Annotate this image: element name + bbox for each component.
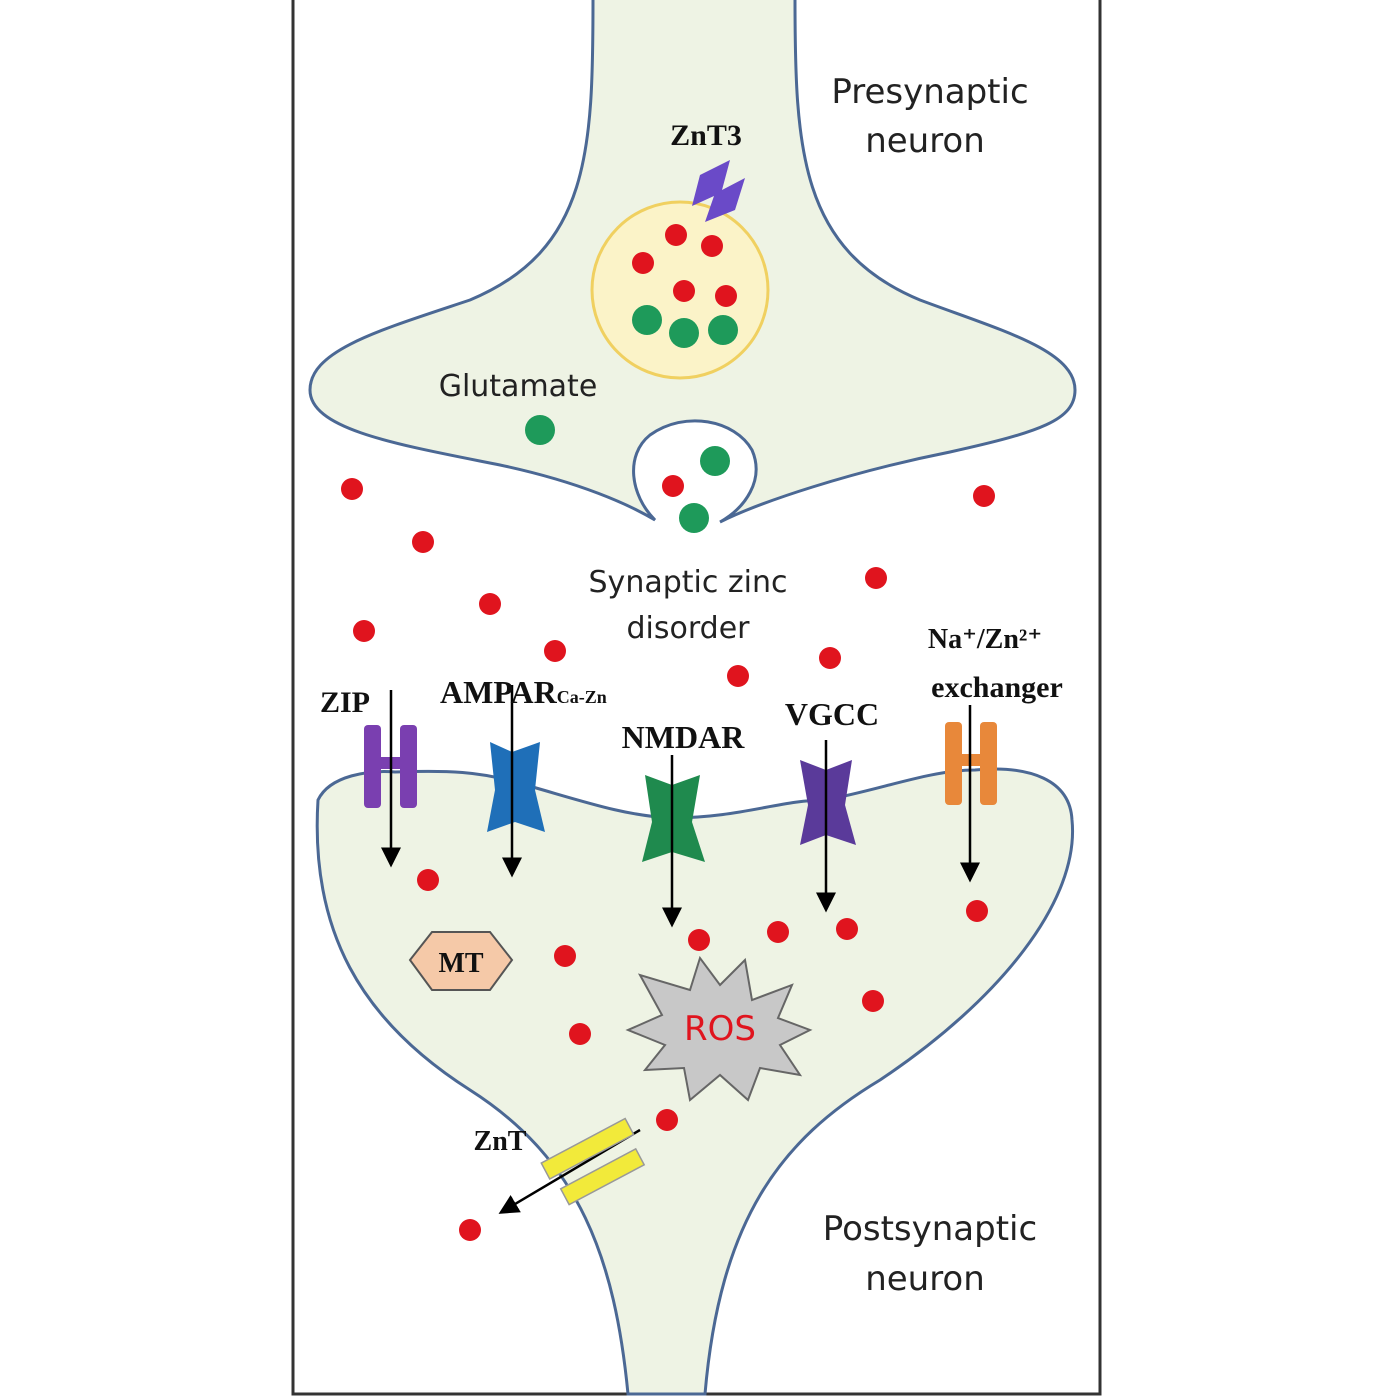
zip-label: ZIP (320, 686, 370, 719)
postsynaptic-label-2: neuron (865, 1259, 985, 1299)
synaptic-label-2: disorder (626, 611, 750, 646)
zip-transporter-icon (364, 725, 417, 808)
ros-burst-icon (625, 955, 813, 1102)
ampar-channel-icon (487, 742, 545, 832)
exchanger-label-2: exchanger (931, 671, 1063, 704)
synaptic-label-1: Synaptic zinc (589, 565, 788, 600)
znt3-label: ZnT3 (670, 119, 742, 152)
glutamate-molecules (525, 305, 738, 533)
znt-transporter-icon (540, 1117, 646, 1206)
mt-label: MT (438, 948, 483, 979)
nmdar-label: NMDAR (622, 719, 746, 755)
presynaptic-label-2: neuron (865, 121, 985, 161)
znt3-transporter-icon (692, 160, 745, 222)
presynaptic-label-1: Presynaptic (831, 72, 1028, 112)
znt-label: ZnT (474, 1126, 527, 1157)
vgcc-channel-icon (800, 760, 856, 845)
vgcc-label: VGCC (785, 696, 879, 732)
exchanger-label-1: Na⁺/Zn²⁺ (928, 624, 1042, 655)
postsynaptic-label-1: Postsynaptic (823, 1209, 1037, 1249)
zinc-ions (341, 224, 995, 1241)
ros-label: ROS (684, 1009, 756, 1049)
glutamate-label: Glutamate (439, 369, 598, 404)
ampar-label: AMPARCa-Zn (440, 674, 607, 710)
nmdar-channel-icon (642, 775, 705, 862)
metallothionein-icon (408, 931, 514, 991)
